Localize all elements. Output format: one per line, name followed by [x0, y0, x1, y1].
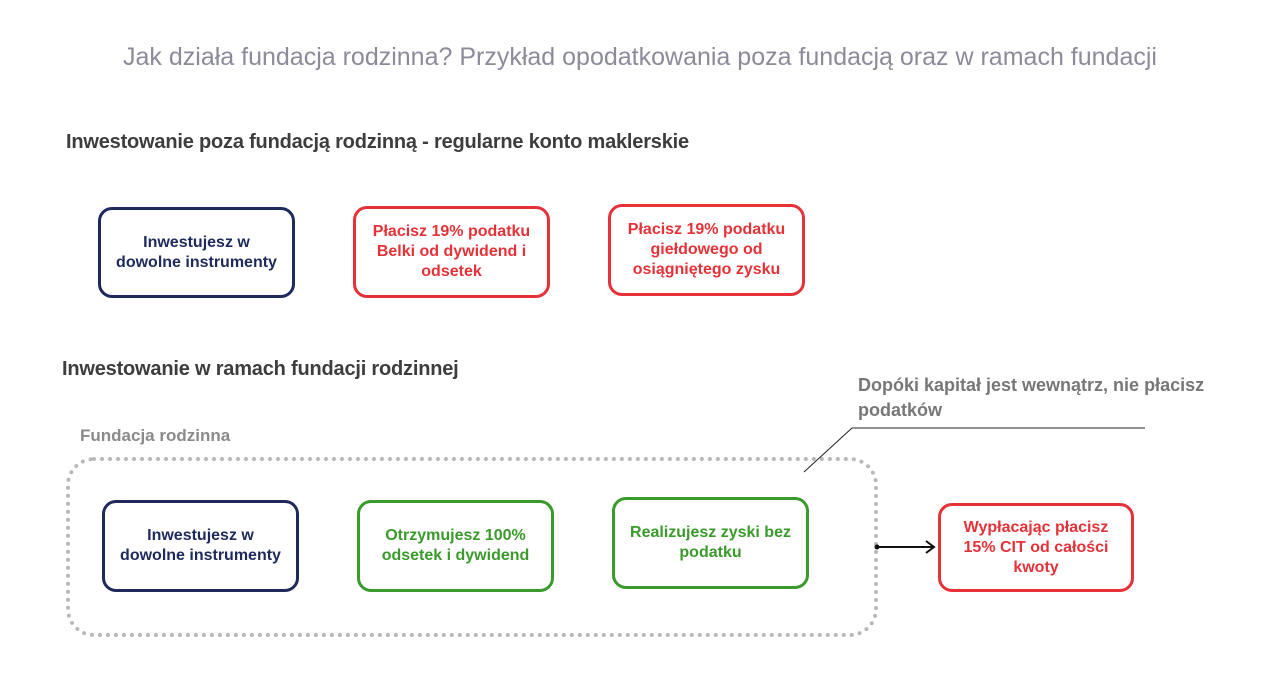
box-capital-gains-tax: Płacisz 19% podatku giełdowego od osiągn…	[608, 204, 805, 296]
box-invest-any-instruments-foundation: Inwestujesz w dowolne instrumenty	[102, 500, 299, 592]
section-heading-outside: Inwestowanie poza fundacją rodzinną - re…	[66, 131, 689, 153]
box-gains-without-tax: Realizujesz zyski bez podatku	[612, 497, 809, 589]
box-receive-full-dividends: Otrzymujesz 100% odsetek i dywidend	[357, 500, 554, 592]
box-text: Płacisz 19% podatku giełdowego od osiągn…	[627, 221, 786, 278]
annotation-leader-line	[803, 427, 1145, 473]
box-text: Realizujesz zyski bez podatku	[630, 524, 791, 561]
foundation-label: Fundacja rodzinna	[80, 426, 231, 445]
box-text: Inwestujesz w dowolne instrumenty	[116, 233, 277, 271]
box-text: Inwestujesz w dowolne instrumenty	[120, 527, 281, 564]
box-invest-any-instruments: Inwestujesz w dowolne instrumenty	[98, 207, 295, 298]
section-heading-inside: Inwestowanie w ramach fundacji rodzinnej	[62, 358, 459, 380]
box-text: Otrzymujesz 100% odsetek i dywidend	[381, 527, 530, 564]
box-belka-tax: Płacisz 19% podatku Belki od dywidend i …	[353, 206, 550, 298]
arrow-right-icon	[874, 540, 936, 554]
page-title: Jak działa fundacja rodzinna? Przykład o…	[123, 43, 1157, 71]
box-text: Wypłacając płacisz 15% CIT od całości kw…	[963, 518, 1109, 576]
annotation-no-tax-inside: Dopóki kapitał jest wewnątrz, nie płacis…	[858, 375, 1205, 420]
box-withdrawal-cit: Wypłacając płacisz 15% CIT od całości kw…	[938, 503, 1134, 592]
box-text: Płacisz 19% podatku Belki od dywidend i …	[372, 223, 531, 280]
